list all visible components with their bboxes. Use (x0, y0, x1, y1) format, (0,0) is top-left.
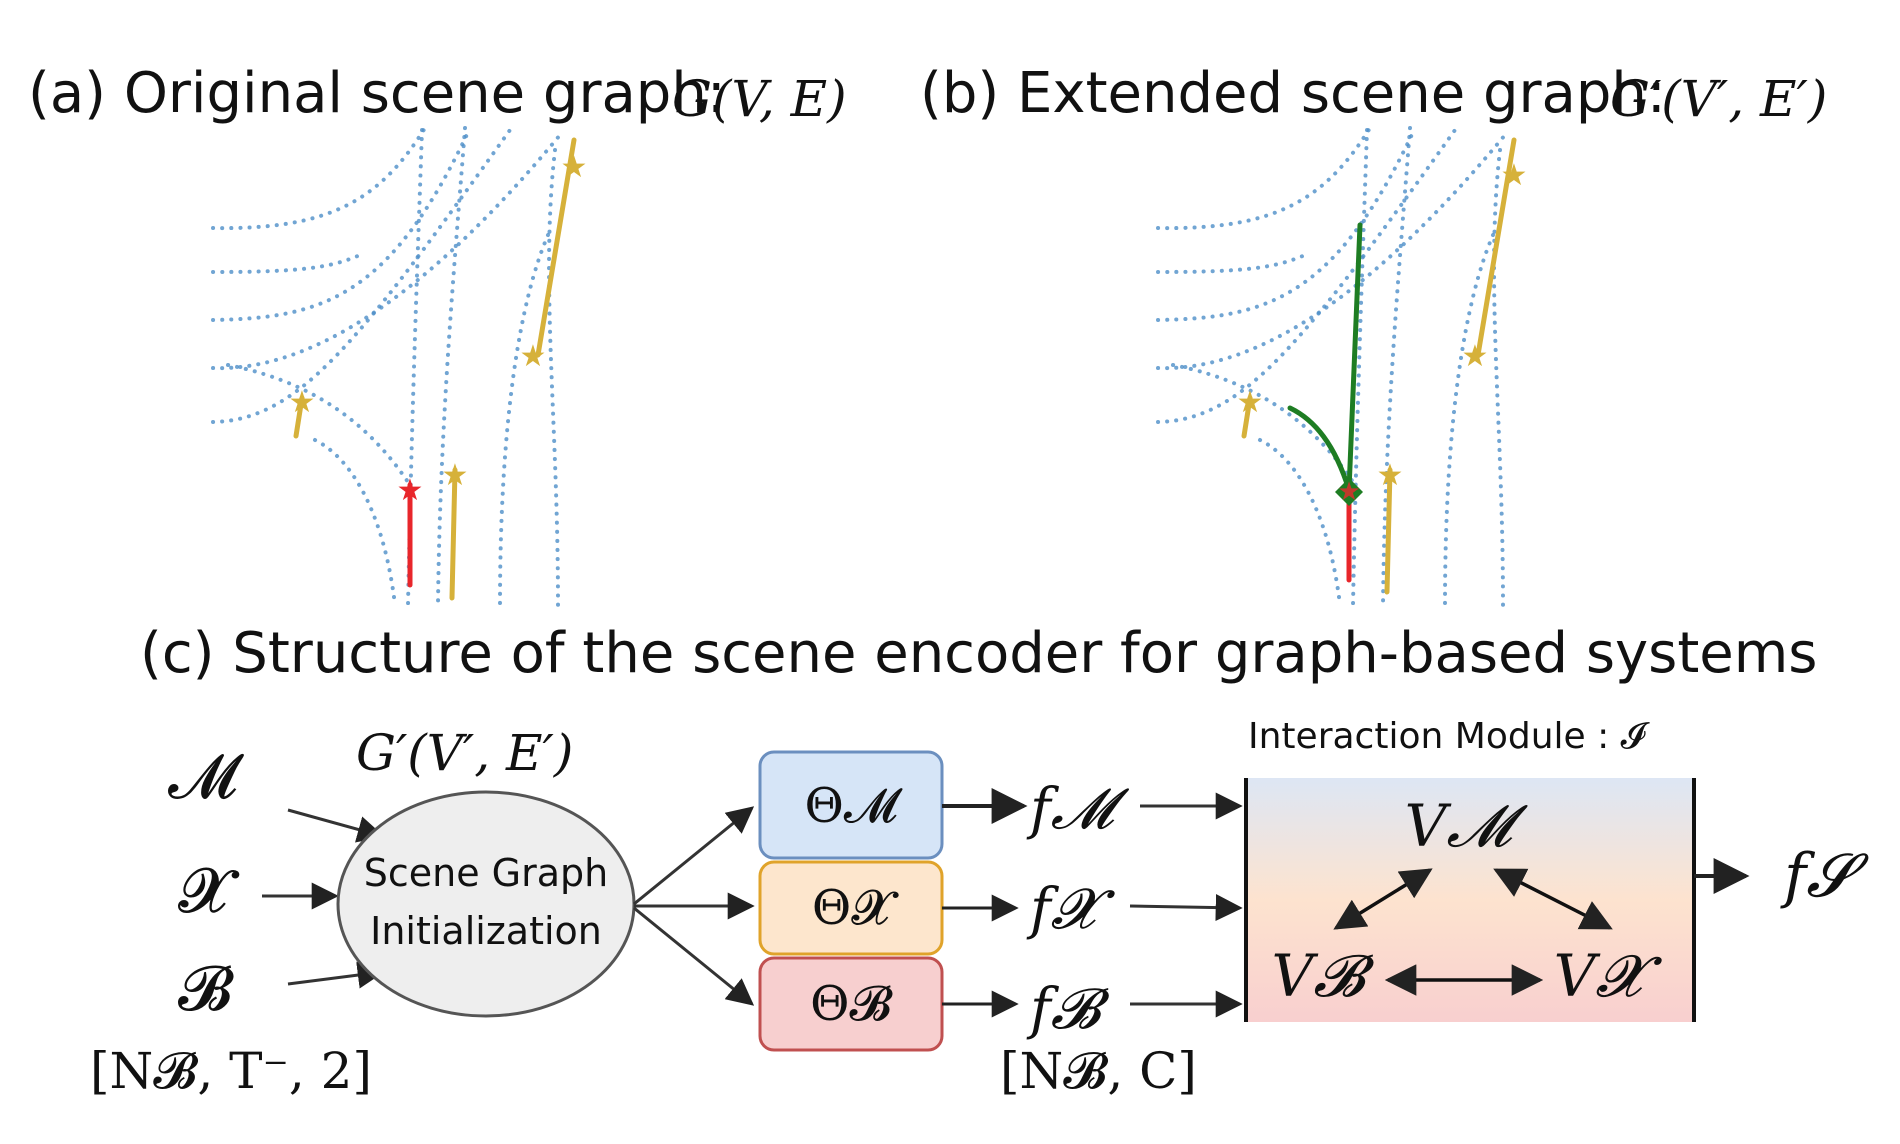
lane-centerlines (1156, 126, 1507, 607)
lane-centerline (1381, 126, 1412, 607)
ego-star-icon: ★ (397, 473, 424, 508)
input-map-symbol: 𝓜 (168, 740, 244, 813)
agent-star-icon: ★ (520, 339, 547, 374)
interaction-module-title: Interaction Module : 𝓘 (1248, 716, 1650, 757)
agent-trajectory (1241, 395, 1253, 439)
panel-a-math: G(V, E) (672, 70, 847, 128)
node-v-behavior: V𝓑 (1271, 942, 1375, 1010)
agent-trajectory (535, 137, 577, 358)
lane-centerline (1156, 133, 1507, 371)
extended-node (1335, 478, 1363, 506)
arrow (287, 808, 385, 843)
lane-centerline (211, 126, 472, 322)
lane-centerline (211, 128, 512, 424)
agent-star-icon: ★ (442, 458, 469, 493)
agent-trajectory (1475, 137, 1517, 358)
panel-b-math: G′(V′, E′) (1610, 70, 1827, 128)
agent-star-icon: ★ (561, 150, 588, 185)
lane-centerline (1156, 253, 1307, 274)
lane-centerline (436, 126, 467, 607)
behavior-encoder-label: Θ𝓑 (810, 976, 893, 1032)
panel-c-title: (c) Structure of the scene encoder for g… (140, 621, 1817, 686)
arrow (287, 961, 385, 989)
lane-centerline (1492, 148, 1505, 607)
lane-centerline (1156, 126, 1372, 231)
interaction-arrow (1493, 868, 1613, 930)
arrow (633, 806, 755, 906)
input-behavior-symbol: 𝓑 (178, 952, 234, 1025)
lane-centerlines (211, 126, 562, 607)
lane-centerline (211, 133, 562, 371)
ego-star-icon: ★ (1337, 477, 1360, 507)
lane-centerline (1171, 363, 1357, 487)
arrow (1129, 894, 1243, 922)
agent-encoder-label: Θ𝓧 (812, 880, 899, 936)
agent-star-icon: ★ (1377, 458, 1404, 493)
agent-star-icon: ★ (1462, 339, 1489, 374)
scene-graph-init-label-2: Initialization (370, 909, 602, 953)
map-encoder-label: Θ𝓜 (804, 778, 902, 834)
lane-centerline (1156, 128, 1457, 424)
panel-b-title: (b) Extended scene graph: (920, 61, 1666, 126)
lane-centerline (498, 233, 550, 607)
feature-behavior: f𝓑 (1026, 977, 1110, 1042)
lane-centerline (547, 148, 560, 607)
behavior-shape-label: [N𝓑, T⁻, 2] (90, 1042, 372, 1100)
panel-b-scene: ★ ★ ★ ★ ★ (1156, 126, 1528, 607)
lane-centerline (1258, 438, 1342, 607)
feature-map: f𝓜 (1026, 777, 1130, 842)
lane-centerline (211, 126, 427, 231)
lane-centerline (313, 438, 397, 607)
agent-star-icon: ★ (1501, 158, 1528, 193)
scene-graph-init-label-1: Scene Graph (364, 851, 609, 895)
agent-trajectory (293, 395, 305, 439)
feature-agents: f𝓧 (1026, 877, 1116, 942)
graph-label: G′(V′, E′) (356, 724, 573, 782)
panel-a-title: (a) Original scene graph: (28, 61, 726, 126)
agent-trajectory (1384, 467, 1393, 595)
lane-centerline (1443, 233, 1495, 607)
extended-path (1346, 222, 1363, 493)
arrow (633, 906, 755, 1006)
agent-trajectory (449, 467, 458, 601)
lane-centerline (226, 363, 412, 487)
scene-graph-init-node (336, 790, 636, 1018)
lane-centerline (1156, 126, 1417, 322)
panel-a-scene: ★ ★ ★ ★ ★ (211, 126, 588, 607)
agent-star-icon: ★ (289, 385, 316, 420)
interaction-arrow (1333, 868, 1433, 930)
feature-shape-label: [N𝓑, C] (1000, 1042, 1197, 1100)
extended-path (1287, 405, 1352, 493)
input-agents-symbol: 𝓧 (178, 854, 240, 927)
lane-centerline (211, 253, 362, 274)
node-v-map: V𝓜 (1405, 792, 1529, 860)
agent-star-icon: ★ (1237, 385, 1264, 420)
feature-scene: f𝓢 (1780, 841, 1869, 911)
